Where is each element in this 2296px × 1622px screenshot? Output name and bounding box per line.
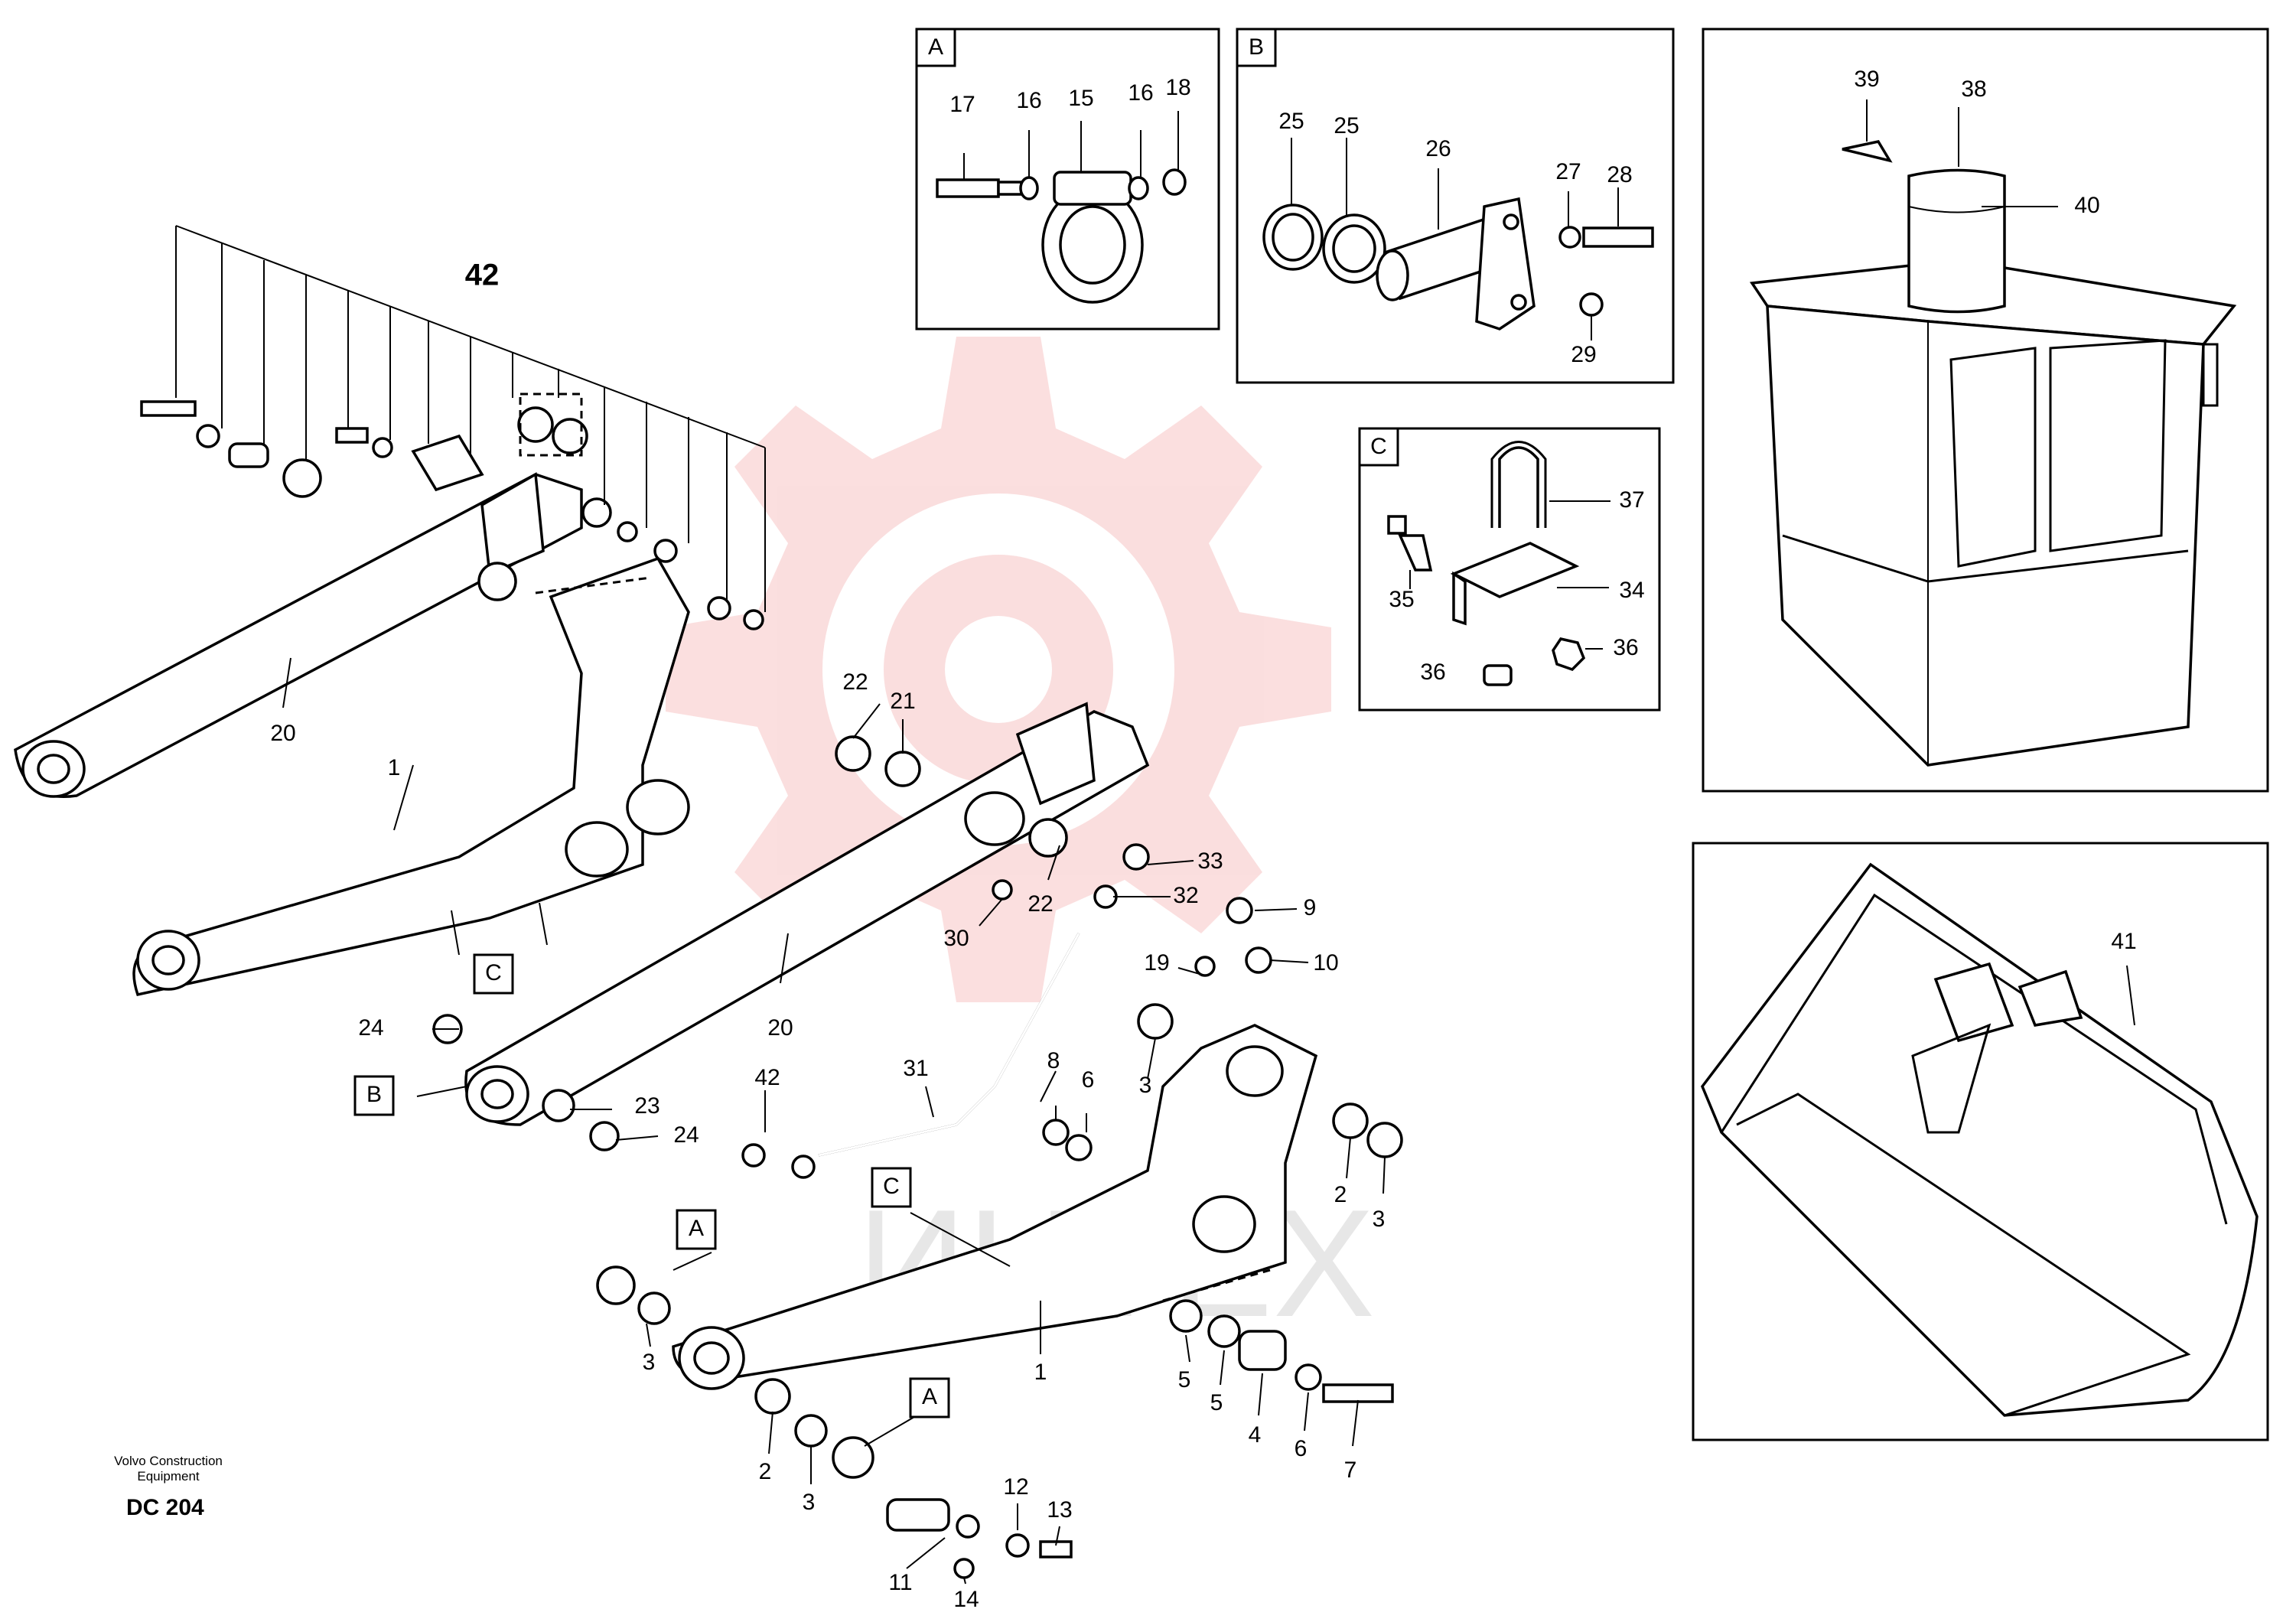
callout-3-b: 3	[1373, 1207, 1386, 1232]
callout-9: 9	[1304, 895, 1317, 920]
inset-frame-b: B	[1236, 28, 1675, 384]
callout-22-b: 22	[1028, 891, 1053, 917]
inset-label-a: A	[928, 34, 943, 60]
callout-7: 7	[1344, 1458, 1357, 1483]
callout-31: 31	[903, 1056, 928, 1081]
callout-13: 13	[1047, 1497, 1072, 1523]
drawing-code: DC 204	[126, 1495, 204, 1520]
bucket-frame	[1692, 842, 2269, 1441]
bellcrank-upper	[132, 556, 690, 997]
ref-tag-c-left: C	[473, 953, 514, 995]
cab-illustration	[1749, 99, 2237, 767]
top-left-hardware	[140, 225, 766, 630]
inset-label-b: B	[1249, 34, 1264, 60]
svg-text:A: A	[689, 1216, 704, 1241]
callout-24-b: 24	[673, 1122, 699, 1148]
callout-6-b: 6	[1295, 1436, 1308, 1461]
inset-a-parts	[936, 111, 1187, 304]
callout-26: 26	[1425, 136, 1451, 161]
callout-28: 28	[1607, 162, 1632, 187]
svg-text:C: C	[883, 1174, 900, 1199]
callout-33: 33	[1197, 848, 1223, 874]
svg-text:A: A	[922, 1384, 937, 1409]
callout-24-a: 24	[358, 1015, 383, 1041]
callout-27: 27	[1555, 159, 1581, 184]
callout-10: 10	[1313, 950, 1338, 975]
callout-37: 37	[1619, 487, 1644, 513]
lift-arm-upper	[14, 472, 583, 798]
callout-18: 18	[1165, 75, 1190, 100]
callout-14: 14	[953, 1587, 979, 1612]
callout-20-b: 20	[767, 1015, 793, 1041]
inset-b-parts	[1262, 138, 1654, 340]
inset-frame-a: A	[915, 28, 1220, 331]
callout-36-b: 36	[1420, 660, 1445, 685]
bucket-illustration	[1700, 862, 2259, 1417]
callout-38: 38	[1961, 77, 1986, 102]
callout-23: 23	[634, 1093, 659, 1119]
callout-36-a: 36	[1613, 635, 1638, 660]
callout-32: 32	[1173, 883, 1198, 908]
callout-3-c: 3	[643, 1350, 656, 1375]
callout-25-a: 25	[1278, 109, 1304, 134]
callout-25-b: 25	[1334, 113, 1359, 138]
callout-5-a: 5	[1178, 1367, 1191, 1392]
callout-42-b: 42	[754, 1065, 780, 1090]
callout-1-a: 1	[388, 755, 401, 780]
callout-2-a: 2	[1334, 1182, 1347, 1207]
ref-tag-b-mid: B	[353, 1075, 395, 1116]
callout-8: 8	[1047, 1048, 1060, 1073]
callout-3-a: 3	[1139, 1073, 1152, 1098]
lift-arm-lower	[464, 702, 1150, 1126]
inset-frame-c: C	[1358, 427, 1661, 712]
callout-42-a: 42	[465, 259, 500, 292]
callout-1-b: 1	[1034, 1360, 1047, 1385]
inset-label-c: C	[1370, 434, 1387, 459]
credit-line-2: Equipment	[137, 1469, 200, 1484]
callout-16-b: 16	[1128, 80, 1153, 106]
callout-17: 17	[949, 92, 975, 117]
callout-41: 41	[2111, 929, 2136, 954]
callout-15: 15	[1068, 86, 1093, 111]
callout-16-a: 16	[1016, 88, 1041, 113]
callout-29: 29	[1571, 342, 1596, 367]
callout-3-d: 3	[803, 1490, 816, 1515]
callout-4: 4	[1249, 1422, 1262, 1448]
callout-6-a: 6	[1082, 1067, 1095, 1093]
callout-40: 40	[2074, 193, 2099, 218]
callout-11: 11	[888, 1570, 912, 1595]
callout-5-b: 5	[1210, 1390, 1223, 1415]
cab-frame	[1702, 28, 2269, 793]
middle-hardware	[432, 735, 1403, 1579]
callout-22-a: 22	[842, 669, 868, 695]
ref-tag-a-bottom: A	[909, 1377, 950, 1418]
callout-39: 39	[1854, 67, 1879, 92]
credit-line-1: Volvo Construction	[114, 1454, 223, 1468]
bellcrank-lower	[672, 1024, 1318, 1390]
callout-12: 12	[1003, 1474, 1028, 1500]
callout-34: 34	[1619, 578, 1644, 603]
svg-text:C: C	[485, 960, 502, 985]
callout-2-b: 2	[759, 1459, 772, 1484]
svg-text:B: B	[366, 1082, 382, 1107]
callout-19: 19	[1144, 950, 1169, 975]
inset-c-parts	[1387, 441, 1610, 686]
callout-21: 21	[890, 689, 915, 714]
callout-30: 30	[943, 926, 969, 951]
callout-35: 35	[1389, 587, 1414, 612]
hydraulic-pipe	[818, 933, 1080, 1157]
callout-20-a: 20	[270, 721, 295, 746]
leader-lines	[282, 657, 1386, 1585]
ref-tag-c-mid: C	[871, 1167, 912, 1208]
ref-tag-a-left: A	[676, 1209, 717, 1250]
